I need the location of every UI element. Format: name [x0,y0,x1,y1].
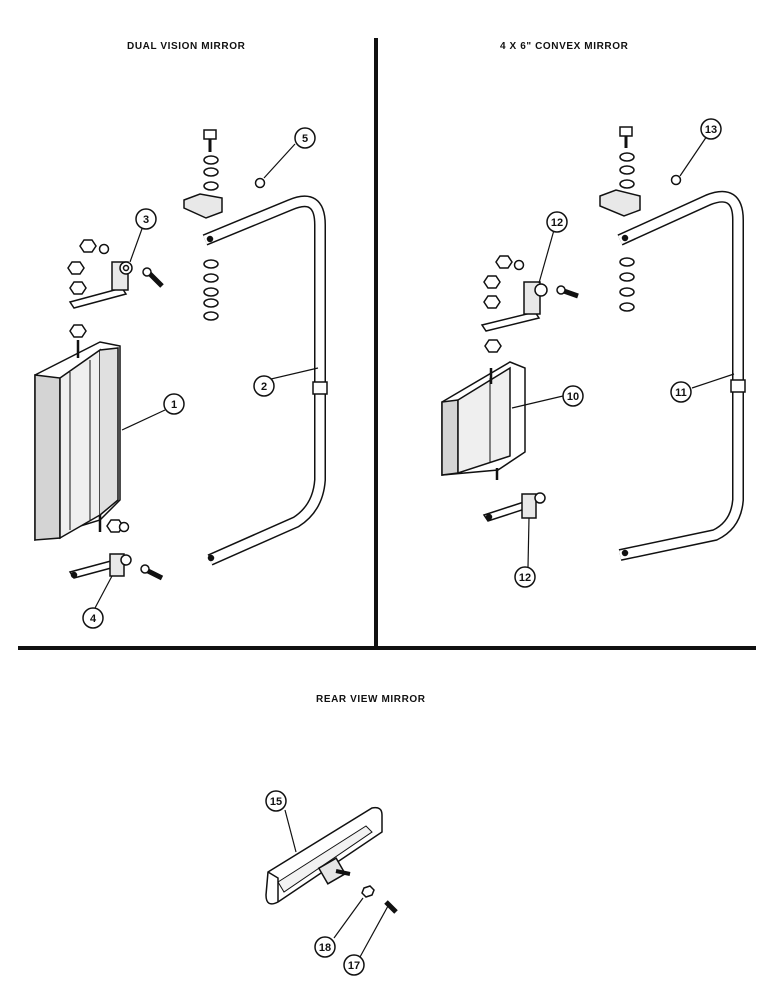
callout-5: 5 [294,127,316,149]
callout-13: 13 [700,118,722,140]
svg-text:18: 18 [319,942,331,954]
svg-text:12: 12 [551,217,563,229]
rear-view-mirror-assembly [265,806,398,914]
dual-fasteners [67,239,164,581]
dual-tube-arm [202,195,328,566]
svg-text:17: 17 [348,960,360,972]
convex-tube-arm [617,190,746,561]
svg-text:5: 5 [302,133,308,145]
callout-10: 10 [562,385,584,407]
svg-text:12: 12 [519,572,531,584]
convex-fasteners [483,255,579,353]
callout-4: 4 [82,607,104,629]
callout-11: 11 [670,381,692,403]
dual-mirror-head [34,340,121,542]
callout-17: 17 [343,954,365,976]
callout-1: 1 [163,393,185,415]
svg-text:15: 15 [270,796,282,808]
rear-view-mirror-title: REAR VIEW MIRROR [316,694,426,705]
convex-mirror-title: 4 X 6" CONVEX MIRROR [500,41,629,52]
convex-mirror-head [441,361,526,480]
callout-12-lower: 12 [514,566,536,588]
svg-text:1: 1 [171,399,177,411]
callout-2: 2 [253,375,275,397]
convex-lower-bracket [482,492,546,522]
callout-18: 18 [314,936,336,958]
convex-upper-bracket [480,281,548,332]
rear-screw [384,900,398,914]
callout-15: 15 [265,790,287,812]
rear-nut [361,885,375,898]
convex-bolt-washer-stack [619,126,682,312]
svg-text:2: 2 [261,381,267,393]
callout-3: 3 [135,208,157,230]
dual-vision-mirror-title: DUAL VISION MIRROR [127,41,246,52]
svg-text:11: 11 [675,387,687,399]
svg-text:4: 4 [90,613,97,625]
convex-mirror-assembly [441,126,746,561]
convex-angle-plate [599,189,641,217]
dual-upper-bracket [68,261,133,309]
svg-text:13: 13 [705,124,717,136]
dual-vision-mirror-assembly [34,129,328,581]
svg-text:3: 3 [143,214,149,226]
dual-angle-plate [183,193,223,219]
dual-lower-bracket [68,553,132,579]
callout-12-upper: 12 [546,211,568,233]
svg-text:10: 10 [567,391,579,403]
dual-bolt-washer-stack [203,129,266,321]
